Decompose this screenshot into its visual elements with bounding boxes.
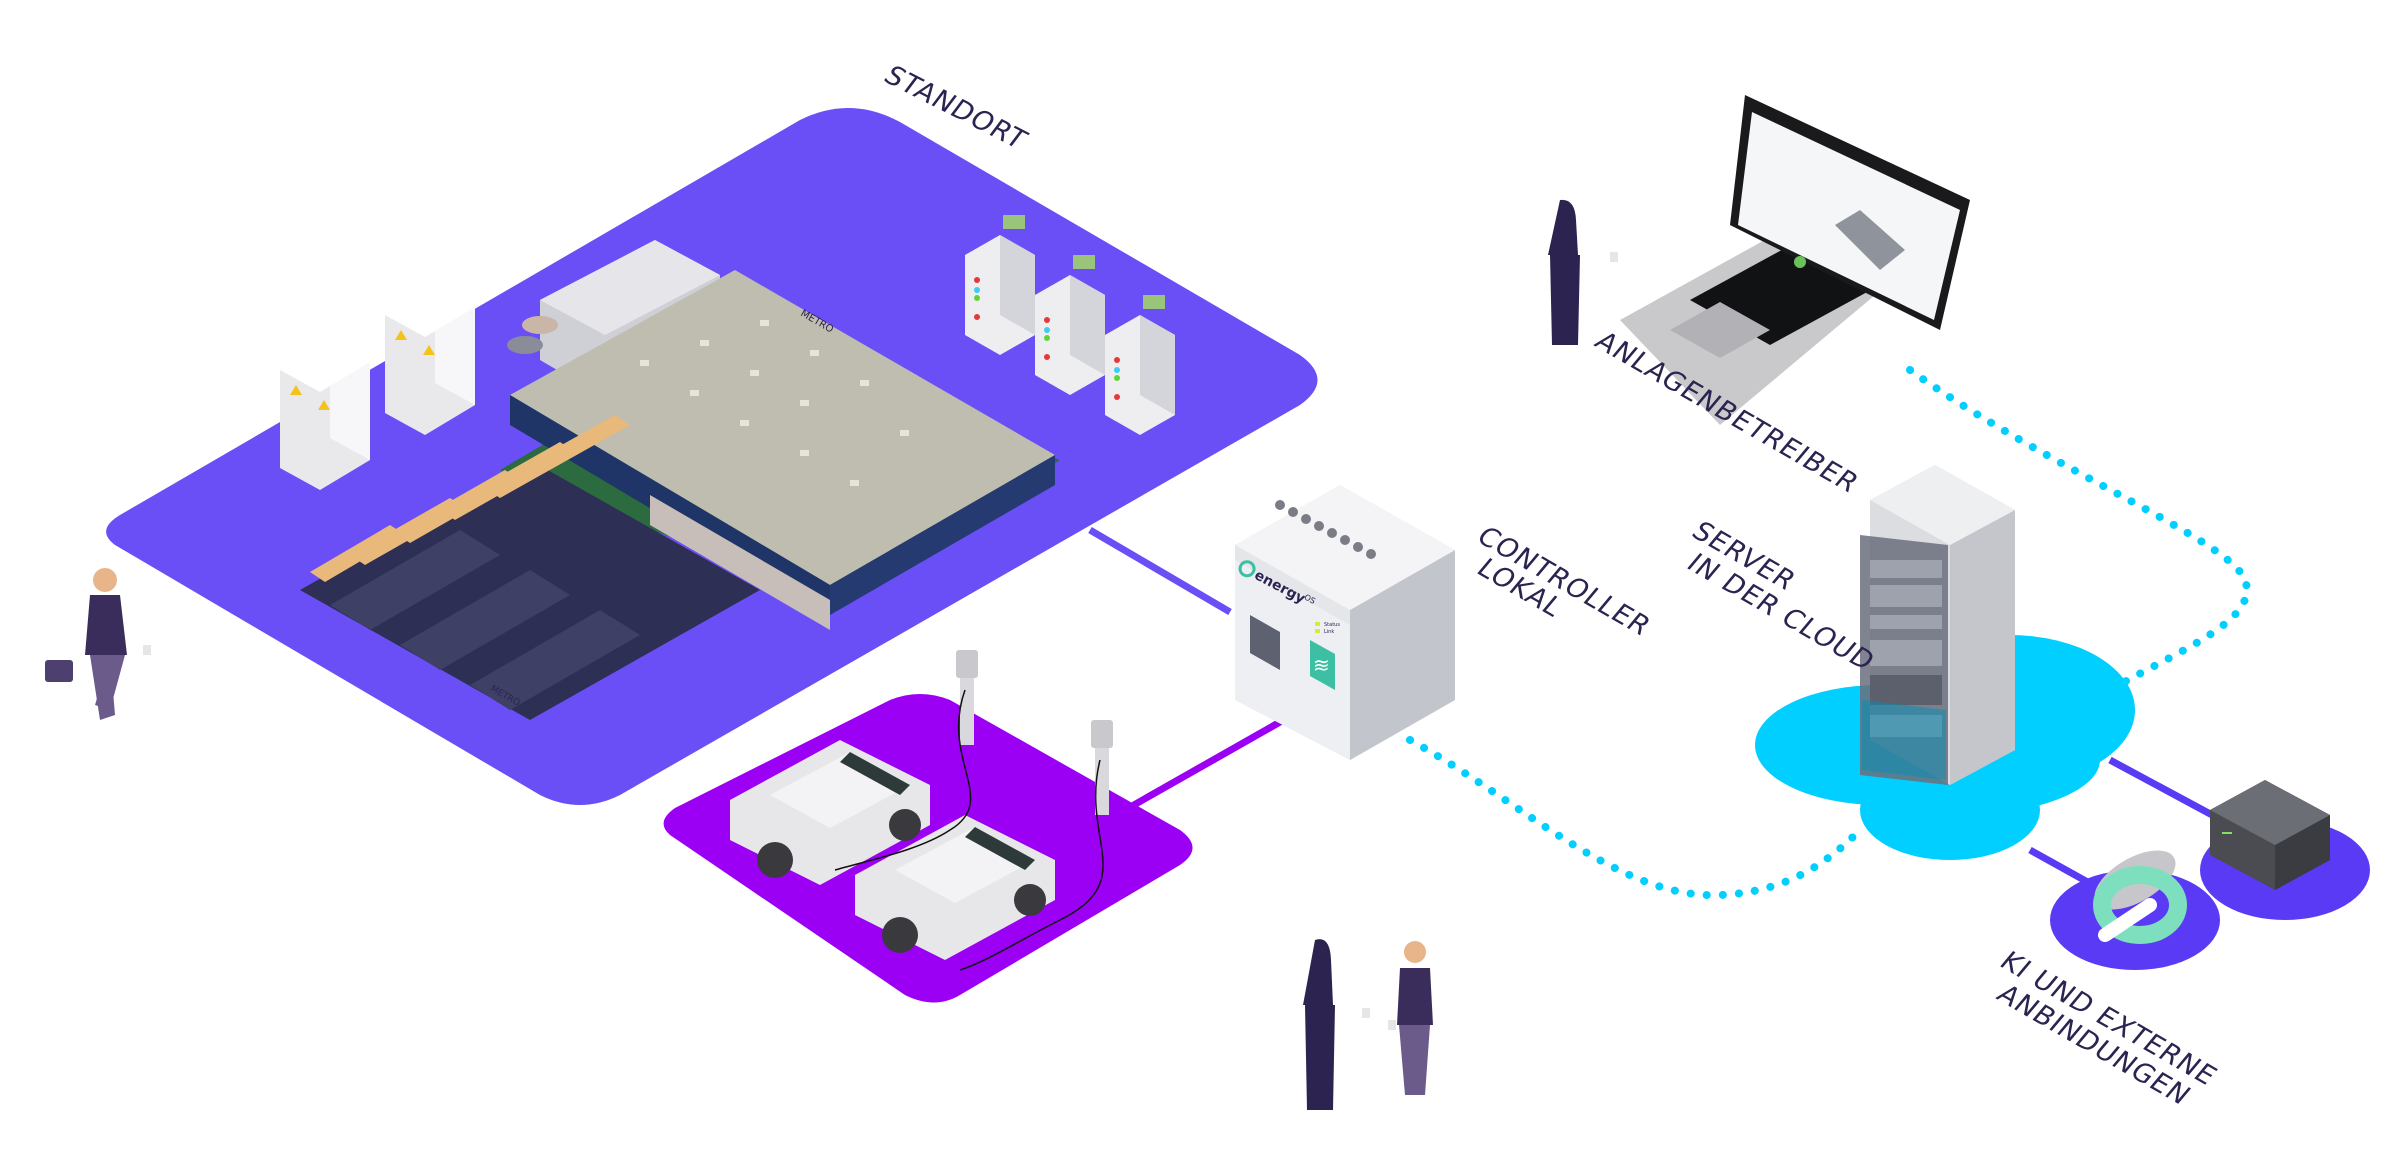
- led-green: [974, 295, 980, 301]
- wallbox-charger: [956, 650, 978, 745]
- link-indicator-label: Link: [1324, 629, 1334, 635]
- smart-meter: [1035, 255, 1105, 395]
- led-red: [1114, 394, 1120, 400]
- charging-cable: [959, 759, 1104, 971]
- operator-laptop[interactable]: [1620, 95, 1970, 425]
- ki-platform[interactable]: [2050, 838, 2220, 970]
- energyos-logo-icon: [1238, 560, 1256, 578]
- local-controller-device[interactable]: energy OS ≋ Status Link: [1235, 485, 1455, 760]
- coffee-cup-icon: [143, 645, 151, 655]
- laptop-screen[interactable]: [1738, 112, 1960, 320]
- businessman-with-briefcase: [45, 568, 151, 720]
- led-status: [1315, 622, 1320, 626]
- coffee-cup-icon: [1610, 252, 1618, 262]
- transformer-cabinets: [280, 285, 475, 490]
- led-red: [1044, 317, 1050, 323]
- electric-car: [855, 815, 1055, 960]
- rooftop-vents: [640, 320, 909, 486]
- wifi-icon: ≋: [1313, 653, 1330, 677]
- standort-controller-link: [1088, 526, 1232, 616]
- commercial-building: METRO: [500, 240, 1060, 630]
- led-red: [1114, 357, 1120, 363]
- solar-panel-row: [330, 530, 640, 710]
- ki-label: KI UND EXTERNE ANBINDUNGEN: [1990, 946, 2223, 1110]
- two-people-talking: [1303, 939, 1433, 1110]
- hazard-icon: [423, 345, 435, 355]
- led-red: [974, 277, 980, 283]
- led-green: [1044, 335, 1050, 341]
- wallbox-charger: [1091, 720, 1113, 815]
- led-blue: [1114, 367, 1120, 373]
- status-indicator-label: Status: [1324, 622, 1340, 628]
- led-link: [1315, 629, 1320, 633]
- server-label: SERVER IN DER CLOUD: [1680, 516, 1881, 676]
- controller-display: [1250, 615, 1280, 670]
- briefcase-icon: [45, 660, 73, 682]
- external-server-box: [2210, 780, 2330, 890]
- hazard-icon: [318, 400, 330, 410]
- hazard-icon: [395, 330, 407, 340]
- external-platform[interactable]: [2200, 780, 2370, 920]
- smart-meter: [965, 215, 1035, 355]
- controller-label: CONTROLLER LOKAL: [1470, 521, 1657, 641]
- transformer-cabinet: [385, 285, 475, 435]
- smart-meters: [965, 215, 1175, 435]
- solar-panel-row: [310, 415, 630, 582]
- laptop-trackpad: [1670, 302, 1770, 358]
- ev-chargers: [956, 650, 1113, 815]
- transformer-cabinet: [280, 340, 370, 490]
- ai-link-icon: [2093, 850, 2187, 944]
- charging-cable: [834, 689, 972, 871]
- led-blue: [1044, 327, 1050, 333]
- wifi-tile: ≋: [1310, 640, 1335, 690]
- screen-plant-illustration: [1835, 210, 1905, 270]
- smart-meter: [1105, 295, 1175, 435]
- status-led: [2222, 832, 2232, 834]
- solar-carports: METRO: [300, 415, 760, 720]
- coffee-cup-icon: [1388, 1020, 1396, 1030]
- electric-car: [730, 740, 930, 885]
- terminal-screws: [1275, 500, 1376, 559]
- hazard-icon: [290, 385, 302, 395]
- server-rack: [1860, 465, 2015, 785]
- led-red: [1044, 354, 1050, 360]
- screen-tree-icon: [1794, 256, 1806, 268]
- electric-cars: [730, 689, 1104, 971]
- led-red: [974, 314, 980, 320]
- controller-cloud-dotted-path: [1406, 736, 1864, 900]
- led-blue: [974, 287, 980, 293]
- woman-with-coffee: [1548, 199, 1618, 345]
- coffee-cup-icon: [1362, 1008, 1370, 1018]
- led-green: [1114, 375, 1120, 381]
